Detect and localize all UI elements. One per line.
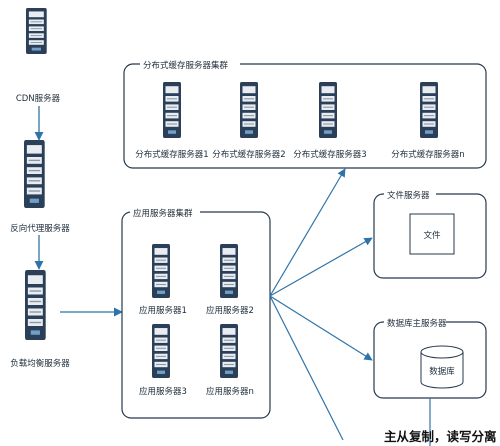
app-server-1-label: 应用服务器1 bbox=[139, 305, 187, 316]
app-server-n-icon bbox=[219, 323, 239, 379]
cdn-server-icon bbox=[25, 7, 48, 55]
database-label: 数据库 bbox=[429, 366, 455, 377]
cdn-server-label: CDN服务器 bbox=[16, 93, 61, 104]
app-server-n-label: 应用服务器n bbox=[206, 386, 254, 397]
app-cluster-title: 应用服务器集群 bbox=[133, 208, 193, 219]
replication-note: 主从复制，读写分离 bbox=[384, 429, 497, 444]
cache-cluster-title: 分布式缓存服务器集群 bbox=[143, 60, 229, 71]
load-balancer-server-label: 负载均衡服务器 bbox=[10, 358, 70, 369]
file-icon bbox=[409, 213, 455, 255]
reverse-proxy-server-icon bbox=[23, 139, 46, 209]
cache-server-n-icon bbox=[419, 81, 439, 139]
app-server-1-icon bbox=[151, 243, 171, 299]
cache-server-n-label: 分布式缓存服务器n bbox=[391, 149, 464, 160]
app-server-3-label: 应用服务器3 bbox=[139, 386, 187, 397]
cache-server-2-label: 分布式缓存服务器2 bbox=[212, 149, 285, 160]
cache-server-1-label: 分布式缓存服务器1 bbox=[135, 149, 208, 160]
app-server-2-icon bbox=[219, 243, 239, 299]
app-to-db-arrow bbox=[269, 295, 373, 361]
cache-cluster-box bbox=[123, 63, 487, 169]
app-server-2-label: 应用服务器2 bbox=[206, 305, 254, 316]
app-to-file-arrow bbox=[269, 237, 373, 297]
app-to-cache-arrow bbox=[269, 168, 346, 297]
reverse-proxy-server-label: 反向代理服务器 bbox=[10, 223, 70, 234]
file-server-title: 文件服务器 bbox=[387, 190, 430, 201]
cache-server-1-icon bbox=[162, 81, 182, 139]
load-balancer-server-icon bbox=[24, 269, 47, 341]
cache-server-2-icon bbox=[239, 81, 259, 139]
file-label: 文件 bbox=[423, 230, 441, 241]
cache-server-3-icon bbox=[318, 81, 338, 139]
cache-server-3-label: 分布式缓存服务器3 bbox=[293, 149, 366, 160]
app-server-3-icon bbox=[151, 323, 171, 379]
app-to-bottom-line bbox=[269, 295, 344, 441]
db-server-title: 数据库主服务器 bbox=[387, 318, 447, 329]
database-icon bbox=[420, 345, 464, 389]
